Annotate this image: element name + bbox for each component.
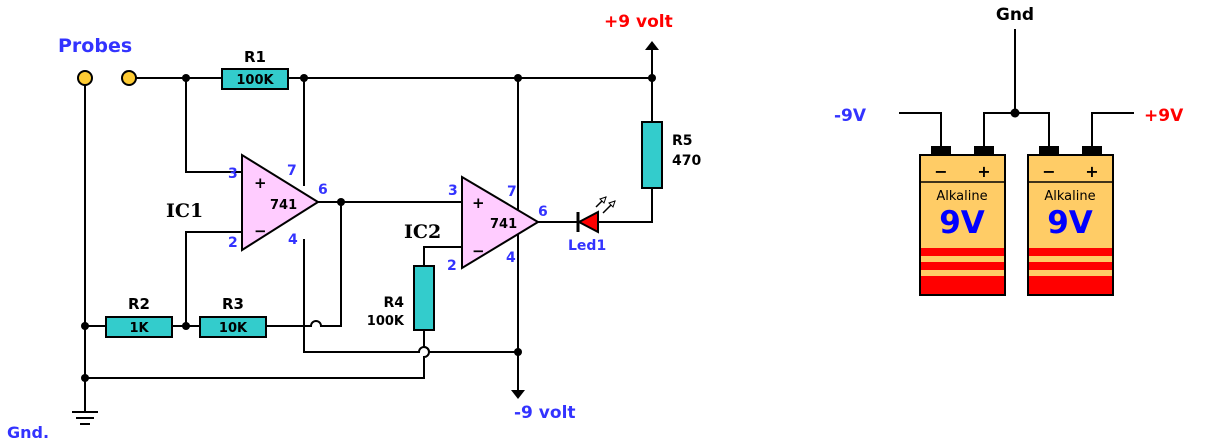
noninverting-sign: +	[472, 194, 485, 212]
pin-label: 3	[448, 183, 458, 199]
resistor-ref: R5	[672, 133, 693, 149]
resistor-ref: R3	[222, 295, 244, 313]
pin-label: 7	[287, 163, 297, 179]
junction-dot	[81, 322, 89, 330]
supply-minus-label: -9V	[834, 106, 867, 126]
battery-pos-sign: +	[1085, 162, 1098, 181]
junction-dot	[182, 322, 190, 330]
resistor-value: 1K	[129, 321, 149, 336]
battery-1: − + Alkaline 9V	[919, 146, 1006, 296]
resistor-value: 100K	[236, 73, 274, 88]
probe-left-icon	[77, 70, 93, 86]
inverting-sign: −	[472, 242, 485, 260]
battery-voltage: 9V	[1047, 205, 1093, 241]
noninverting-sign: +	[254, 174, 267, 192]
led-icon	[576, 210, 599, 234]
opamp-part: 741	[270, 198, 297, 213]
battery-brand: Alkaline	[1044, 189, 1095, 204]
resistor-value: 10K	[219, 321, 248, 336]
led1: Led1	[568, 196, 616, 254]
junction-dot	[1010, 108, 1020, 118]
opamp-ic1: + − 741 3 2 7 4 6 IC1	[166, 153, 328, 252]
junction-dot	[81, 374, 89, 382]
battery-supply: Gnd -9V +9V − + Alkaline 9V − + Alkaline	[834, 5, 1184, 296]
battery-2: − + Alkaline 9V	[1027, 146, 1114, 296]
supply-plus-label: +9V	[1144, 106, 1184, 126]
junction-dots	[81, 74, 656, 382]
battery-neg-sign: −	[1042, 162, 1055, 181]
battery-brand: Alkaline	[936, 189, 987, 204]
gnd-label: Gnd.	[7, 423, 49, 442]
opamp-ref: IC2	[404, 221, 441, 243]
pin-label: 2	[447, 258, 457, 274]
junction-dot	[182, 74, 190, 82]
ground-symbol	[72, 411, 98, 425]
plus-supply-label: +9 volt	[604, 12, 673, 32]
probe-right-icon	[121, 70, 137, 86]
inverting-sign: −	[254, 222, 267, 240]
minus-supply-label: -9 volt	[514, 403, 576, 423]
battery-neg-sign: −	[934, 162, 947, 181]
resistor-ref: R1	[244, 48, 266, 66]
junction-dot	[300, 74, 308, 82]
resistor-r2: 1K R2	[105, 295, 173, 338]
junction-dot	[514, 348, 522, 356]
pin-label: 4	[288, 232, 298, 248]
resistor-value: 100K	[367, 314, 405, 329]
pin-label: 2	[228, 235, 238, 251]
resistor-ref: R2	[128, 295, 150, 313]
resistor-value: 470	[672, 153, 701, 169]
probes-label: Probes	[58, 35, 132, 57]
pin-label: 3	[228, 166, 238, 182]
junction-dot	[514, 74, 522, 82]
supply-gnd-label: Gnd	[996, 5, 1034, 25]
pin-label: 4	[506, 250, 516, 266]
wires	[84, 49, 653, 413]
opamp-ref: IC1	[166, 200, 203, 222]
junction-dot	[337, 198, 345, 206]
minus-supply-arrow-icon	[511, 390, 525, 399]
pin-label: 7	[507, 184, 517, 200]
resistor-r3: 10K R3	[199, 295, 267, 338]
resistor-r4: R4 100K	[367, 265, 435, 331]
battery-pos-sign: +	[977, 162, 990, 181]
opamp-part: 741	[490, 217, 517, 232]
opamp-ic2: + − 741 3 2 7 4 6 IC2	[404, 175, 548, 274]
battery-voltage: 9V	[939, 205, 985, 241]
junction-dot	[648, 74, 656, 82]
pin-label: 6	[538, 204, 548, 220]
led-label: Led1	[568, 238, 606, 254]
resistor-r1: 100K R1	[221, 48, 289, 90]
resistor-r5: R5 470	[641, 121, 701, 189]
plus-supply-arrow-icon	[645, 41, 659, 50]
resistor-ref: R4	[383, 295, 404, 311]
pin-label: 6	[318, 182, 328, 198]
